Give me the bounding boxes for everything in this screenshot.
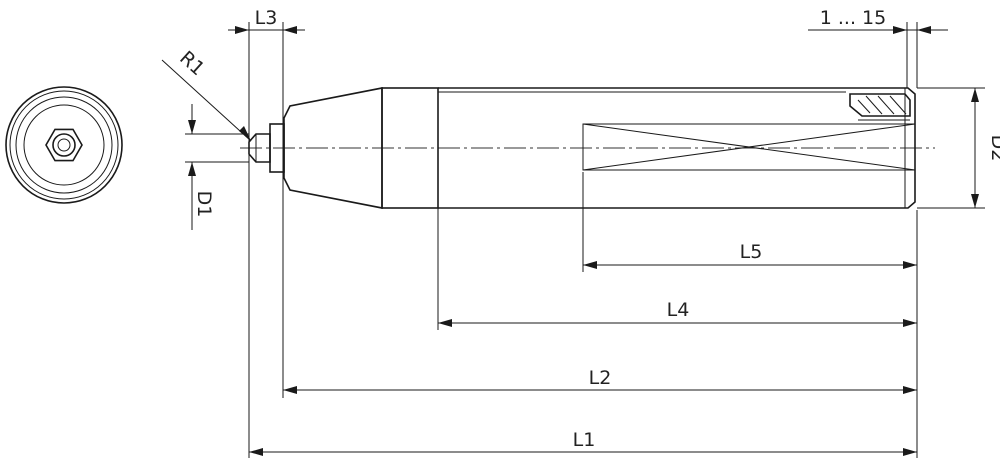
end-view	[5, 86, 123, 204]
hex-socket-icon	[45, 128, 83, 162]
thread-hatching	[857, 95, 907, 115]
label-l1: L1	[573, 429, 596, 451]
label-l4: L4	[667, 299, 690, 321]
dimension-range: 1 ... 15	[808, 7, 948, 34]
end-view-ring-1	[9, 90, 119, 200]
bore-cross-2	[582, 123, 916, 171]
dimension-l3: L3	[228, 7, 305, 34]
end-view-outer-circle	[5, 86, 123, 204]
dimension-l2: L2	[283, 367, 917, 394]
label-l3: L3	[255, 7, 278, 29]
dimension-l1: L1	[249, 429, 917, 456]
dimension-d1: D1	[188, 104, 215, 230]
end-view-ring-2	[15, 96, 113, 194]
dimension-l5: L5	[583, 241, 917, 269]
tool-collar	[381, 87, 439, 209]
label-d1: D1	[193, 191, 215, 218]
label-r1: R1	[175, 47, 209, 80]
extension-lines	[185, 22, 985, 458]
dimension-l4: L4	[438, 299, 917, 327]
end-view-bore-inner	[57, 138, 71, 152]
side-view	[240, 87, 935, 209]
dimension-d2: D2	[971, 88, 1000, 208]
label-d2: D2	[987, 135, 1000, 162]
dimension-r1: R1	[161, 47, 252, 142]
label-l2: L2	[589, 367, 612, 389]
end-view-bore-outer	[52, 133, 76, 157]
label-range: 1 ... 15	[820, 7, 886, 29]
end-view-ring-3	[23, 104, 105, 186]
label-l5: L5	[740, 241, 763, 263]
thread-section	[849, 93, 911, 117]
internal-bore	[582, 123, 916, 171]
